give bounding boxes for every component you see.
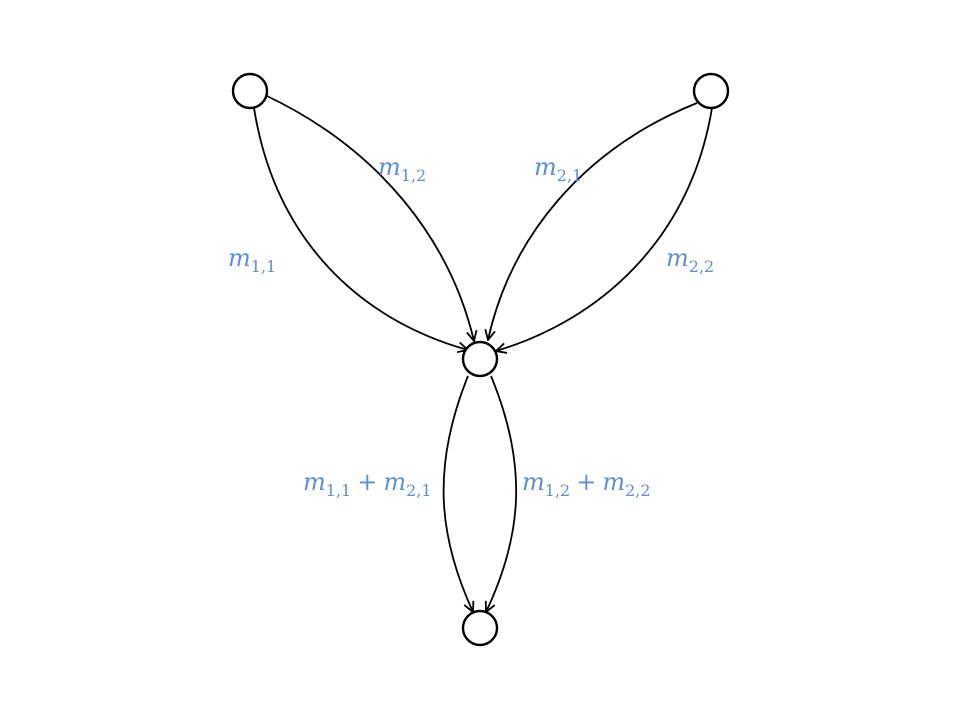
label-sum-right: m1,2+m2,2 <box>522 468 651 499</box>
edge-merge-sink-right <box>486 375 518 612</box>
edge-m21 <box>488 102 698 340</box>
label-m11: m1,1 <box>228 244 276 275</box>
label-sum-right-op: + <box>576 468 597 496</box>
label-sum-left-a-var: m <box>303 468 326 496</box>
label-m21-var: m <box>534 153 557 181</box>
node-sink <box>461 609 499 647</box>
edge-m12 <box>266 95 474 341</box>
label-sum-right-b-var: m <box>602 468 626 496</box>
label-m11-var: m <box>228 244 251 272</box>
label-sum-right-a-sub: 1,2 <box>544 481 571 500</box>
label-m12: m1,2 <box>378 153 426 184</box>
node-source-1 <box>231 72 269 110</box>
node-source-2 <box>692 72 730 110</box>
label-sum-left-a-sub: 1,1 <box>325 481 352 500</box>
label-m22: m2,2 <box>666 244 714 275</box>
label-sum-right-b-sub: 2,2 <box>625 481 651 500</box>
label-m12-sub: 1,2 <box>400 166 427 185</box>
label-m22-sub: 2,2 <box>688 257 715 276</box>
label-sum-left-op: + <box>357 468 378 496</box>
label-m21: m2,1 <box>534 153 582 184</box>
label-sum-left: m1,1+m2,1 <box>303 468 432 499</box>
node-merge <box>461 340 499 378</box>
label-m22-var: m <box>666 244 689 272</box>
label-sum-left-b-sub: 2,1 <box>406 481 432 500</box>
label-m12-var: m <box>378 153 401 181</box>
label-m11-sub: 1,1 <box>250 257 277 276</box>
edge-m11 <box>253 107 468 350</box>
label-sum-right-a-var: m <box>522 468 545 496</box>
label-m21-sub: 2,1 <box>556 166 583 185</box>
edge-merge-sink-left <box>442 375 473 612</box>
label-sum-left-b-var: m <box>383 468 407 496</box>
edge-m22 <box>496 107 713 351</box>
